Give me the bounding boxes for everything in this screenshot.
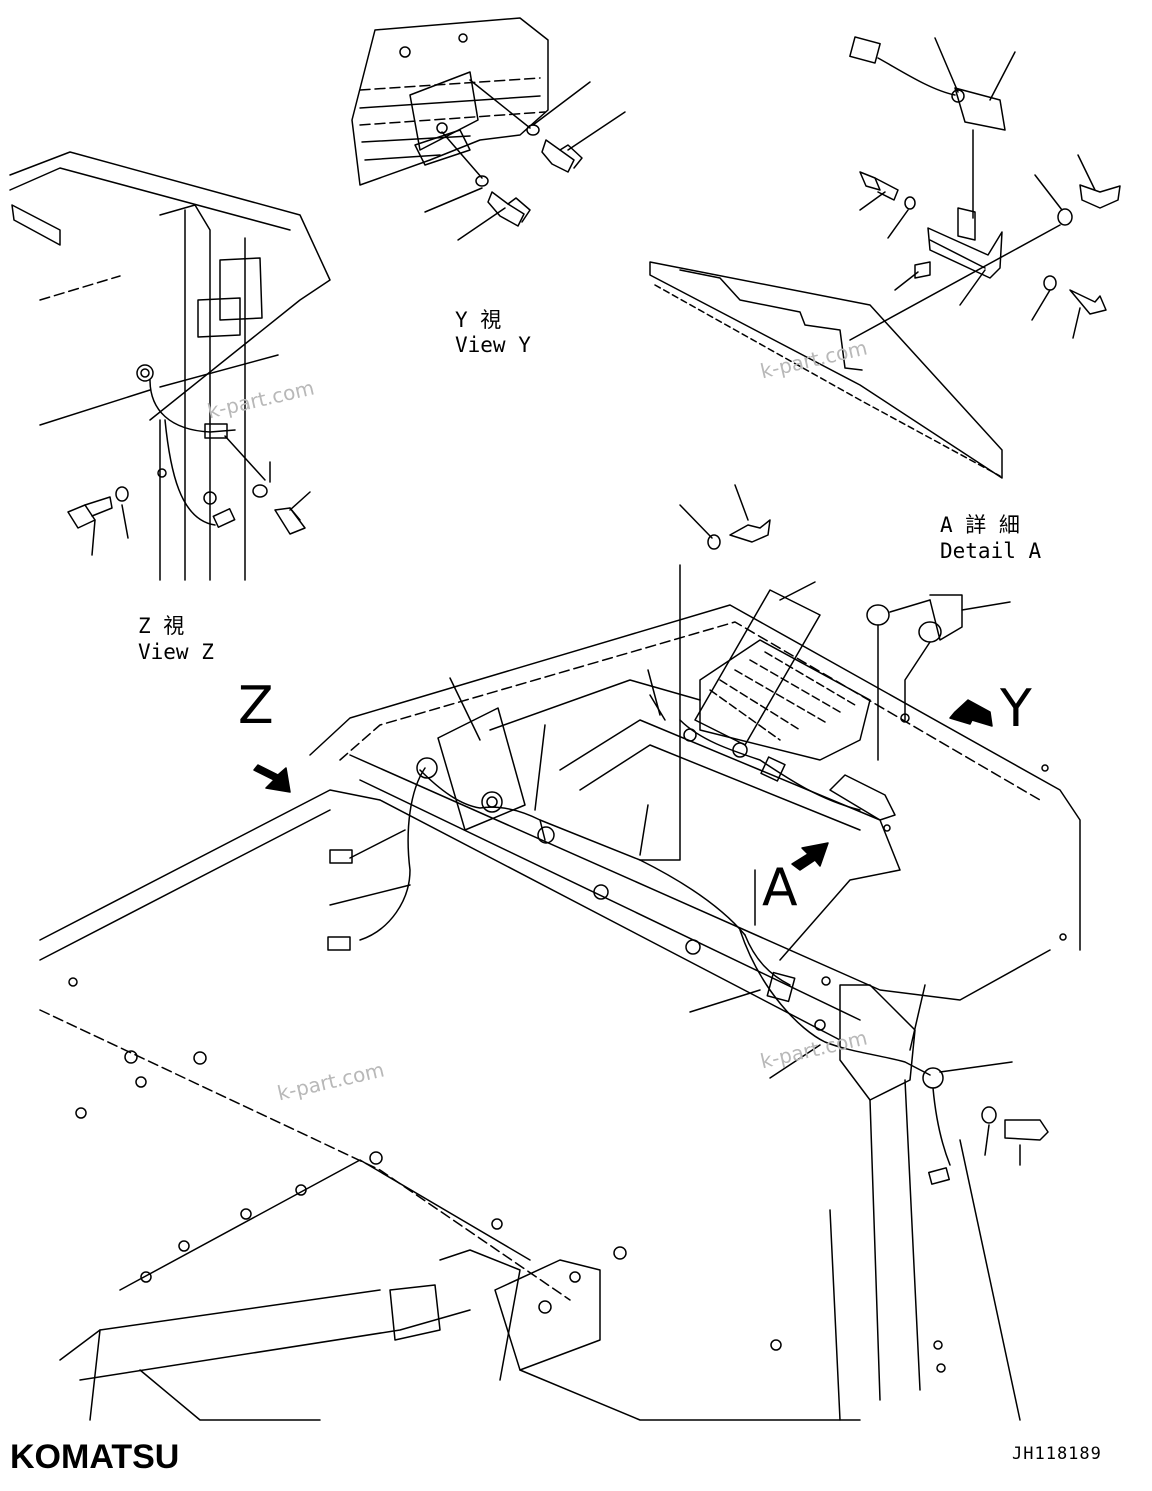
view-y-en-label: View Y: [455, 333, 531, 357]
view-z-jp-label: Z 視: [138, 614, 185, 638]
komatsu-logo: KOMATSU: [10, 1438, 180, 1476]
arrow-markers: [253, 699, 993, 871]
view-z-drawing: [9, 151, 331, 581]
view-z-en-label: View Z: [138, 640, 214, 664]
detail-a-drawing: [649, 36, 1121, 479]
a-direction-marker: A: [762, 858, 798, 918]
z-direction-marker: Z: [238, 676, 274, 736]
detail-a-jp-label: A 詳 細: [940, 513, 1020, 537]
detail-a-en-label: Detail A: [940, 539, 1042, 563]
main-assembly: [39, 484, 1081, 1421]
drawing-number: JH118189: [1012, 1444, 1102, 1464]
view-y-jp-label: Y 視: [455, 308, 502, 332]
view-y-drawing: [351, 17, 626, 241]
y-direction-marker: Y: [1000, 679, 1032, 739]
